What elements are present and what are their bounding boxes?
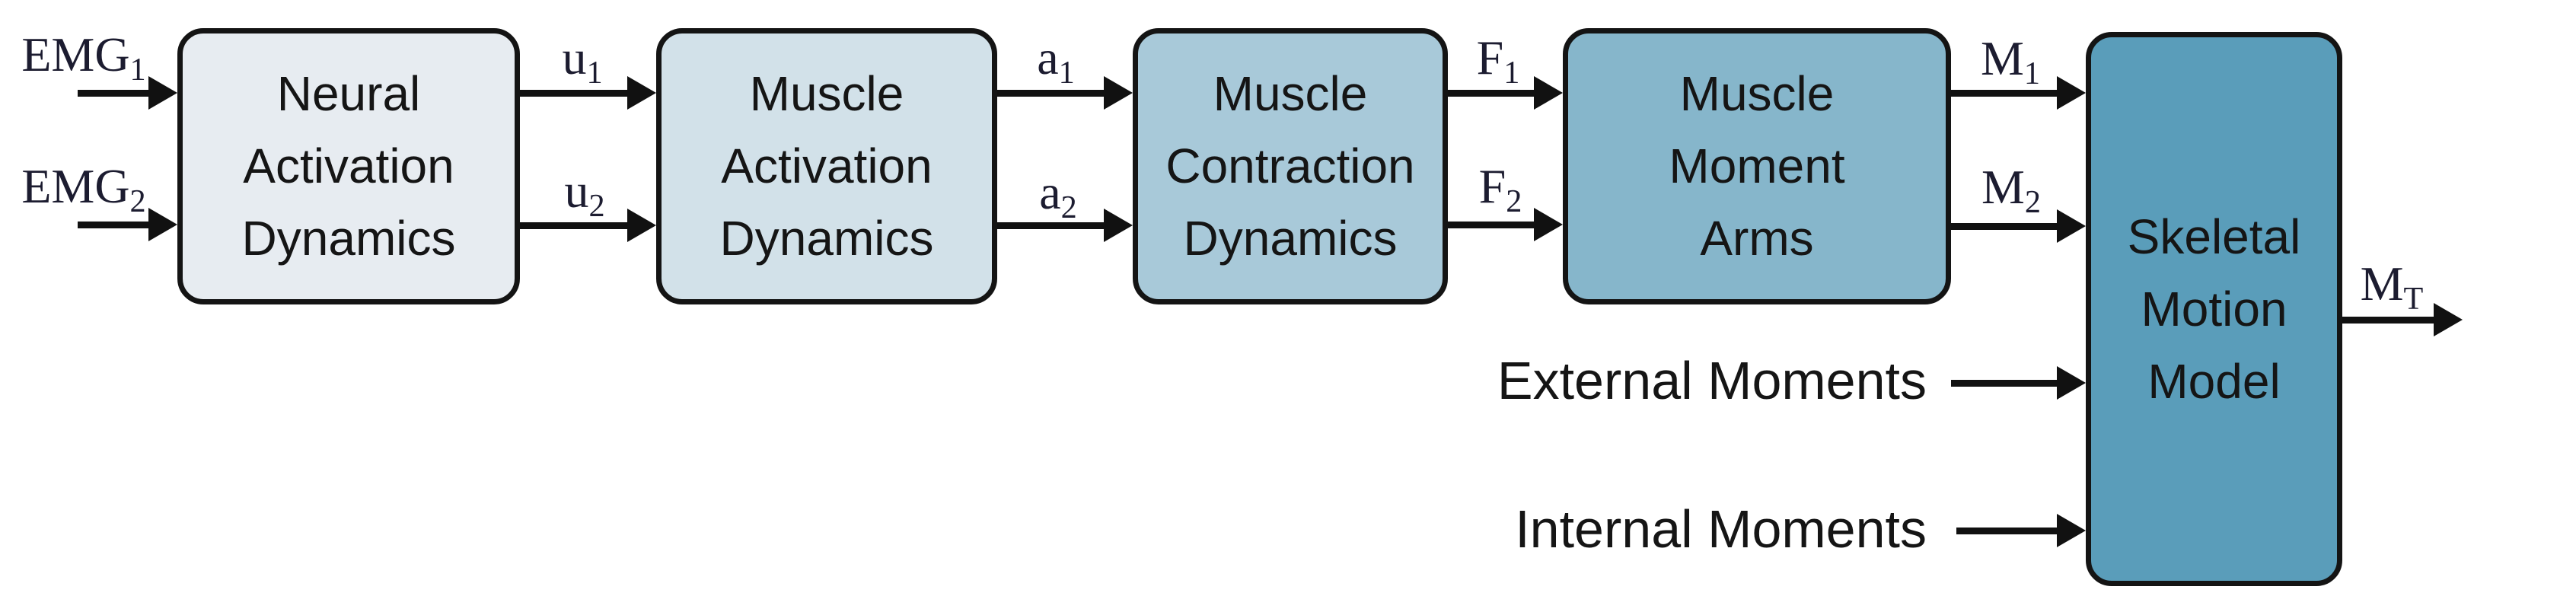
internal-moments-label: Internal Moments xyxy=(1515,499,1927,559)
box-label-muscle-moment-arms: Muscle Moment Arms xyxy=(1669,66,1845,266)
arrow-u2-shaft xyxy=(520,222,629,229)
signal-mt-main: M xyxy=(2360,257,2404,311)
arrowhead-icon xyxy=(1104,209,1133,242)
arrow-f2-shaft xyxy=(1448,222,1535,228)
signal-f2-sub: 2 xyxy=(1506,183,1522,219)
signal-a2-main: a xyxy=(1039,165,1061,219)
signal-u2-sub: 2 xyxy=(588,187,605,224)
signal-label-u1: u1 xyxy=(562,30,602,88)
arrow-emg2-shaft xyxy=(78,222,150,228)
external-moments-label: External Moments xyxy=(1497,351,1927,410)
signal-f1-main: F xyxy=(1476,30,1504,84)
arrow-f1-shaft xyxy=(1448,90,1535,97)
signal-label-emg1: EMG1 xyxy=(21,27,145,85)
signal-label-m2: M2 xyxy=(1981,159,2041,218)
signal-label-a1: a1 xyxy=(1037,30,1075,88)
signal-u2-main: u xyxy=(564,164,589,218)
box-neural-activation-dynamics: Neural Activation Dynamics xyxy=(177,28,520,304)
signal-a2-sub: 2 xyxy=(1060,189,1077,225)
arrowhead-icon xyxy=(2057,76,2086,110)
box-label-neural-activation-dynamics: Neural Activation Dynamics xyxy=(241,66,456,266)
signal-emg2-main: EMG xyxy=(21,159,130,213)
arrow-internal-moments-shaft xyxy=(1956,528,2058,534)
arrowhead-icon xyxy=(1534,208,1563,241)
signal-u1-main: u xyxy=(562,30,587,84)
signal-f1-sub: 1 xyxy=(1503,54,1520,91)
arrowhead-icon xyxy=(1534,76,1563,110)
signal-label-f2: F2 xyxy=(1478,158,1522,217)
signal-f2-main: F xyxy=(1478,159,1506,213)
signal-u1-sub: 1 xyxy=(586,54,603,91)
box-label-muscle-contraction-dynamics: Muscle Contraction Dynamics xyxy=(1165,66,1415,266)
arrowhead-icon xyxy=(2057,514,2086,547)
arrowhead-icon xyxy=(148,208,177,241)
signal-a1-main: a xyxy=(1037,30,1059,84)
arrow-u1-shaft xyxy=(520,90,629,97)
signal-emg1-sub: 1 xyxy=(129,51,146,88)
arrowhead-icon xyxy=(627,76,656,110)
signal-emg2-sub: 2 xyxy=(129,183,146,219)
arrowhead-icon xyxy=(1104,76,1133,110)
signal-label-mt: MT xyxy=(2360,256,2424,314)
signal-m2-main: M xyxy=(1981,160,2025,214)
arrowhead-icon xyxy=(2057,209,2086,243)
arrowhead-icon xyxy=(2057,366,2086,400)
signal-m1-sub: 1 xyxy=(2023,55,2041,91)
arrow-a1-shaft xyxy=(997,90,1105,97)
signal-label-u2: u2 xyxy=(564,163,604,222)
signal-m2-sub: 2 xyxy=(2024,183,2042,220)
arrow-emg1-shaft xyxy=(78,90,150,97)
signal-label-emg2: EMG2 xyxy=(21,158,145,217)
box-label-skeletal-motion-model: Skeletal Motion Model xyxy=(2127,209,2301,409)
arrowhead-icon xyxy=(627,209,656,242)
signal-m1-main: M xyxy=(1980,31,2024,85)
box-muscle-moment-arms: Muscle Moment Arms xyxy=(1563,28,1951,304)
signal-mt-sub: T xyxy=(2403,280,2424,317)
arrowhead-icon xyxy=(148,76,177,110)
signal-emg1-main: EMG xyxy=(21,27,130,81)
box-skeletal-motion-model: Skeletal Motion Model xyxy=(2086,32,2342,586)
arrow-mt-shaft xyxy=(2342,317,2435,324)
arrow-m2-shaft xyxy=(1951,223,2058,230)
box-muscle-contraction-dynamics: Muscle Contraction Dynamics xyxy=(1133,28,1448,304)
arrow-external-moments-shaft xyxy=(1951,380,2058,387)
arrow-a2-shaft xyxy=(997,222,1105,229)
signal-a1-sub: 1 xyxy=(1058,54,1075,91)
box-label-muscle-activation-dynamics: Muscle Activation Dynamics xyxy=(719,66,934,266)
box-muscle-activation-dynamics: Muscle Activation Dynamics xyxy=(656,28,997,304)
arrowhead-icon xyxy=(2434,303,2463,336)
arrow-m1-shaft xyxy=(1951,90,2058,97)
signal-label-f1: F1 xyxy=(1476,30,1520,88)
signal-label-a2: a2 xyxy=(1039,164,1077,223)
signal-label-m1: M1 xyxy=(1980,30,2040,89)
